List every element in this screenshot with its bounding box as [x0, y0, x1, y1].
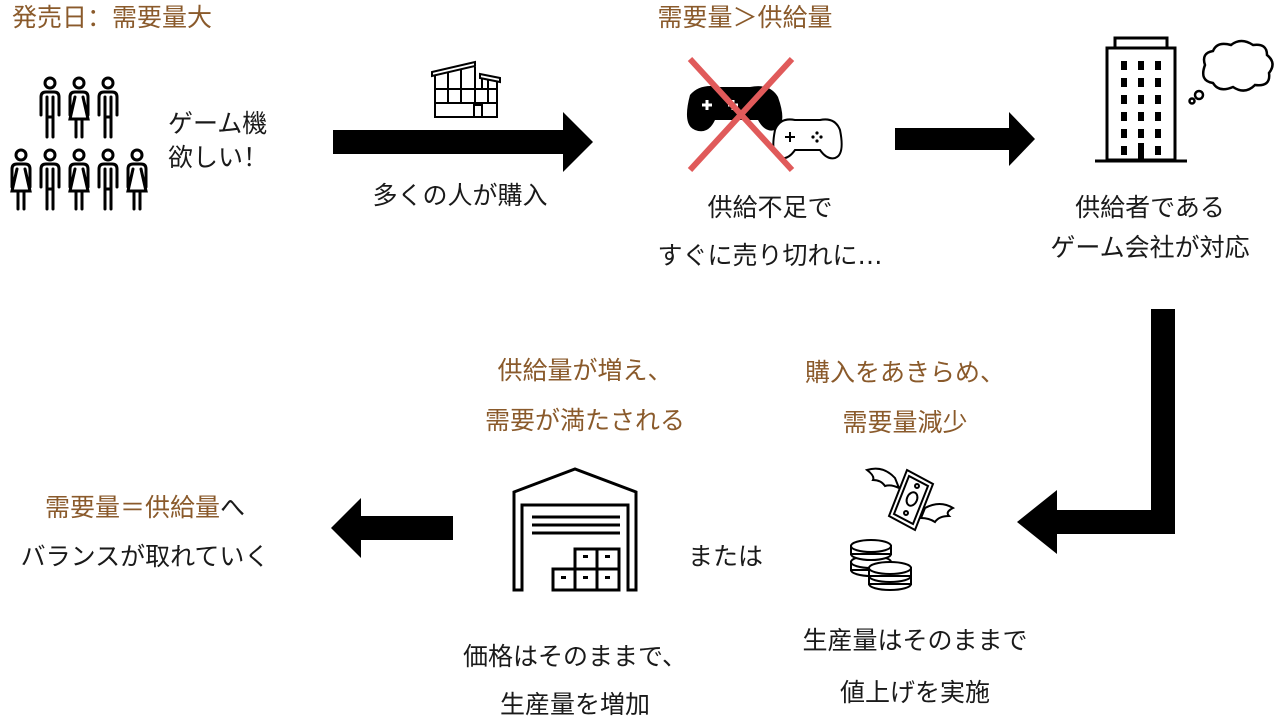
shortage-line1: 供給不足で [707, 193, 833, 222]
flying-money-coins-icon [850, 467, 956, 591]
release-day-heading: 発売日：需要量大 [12, 3, 213, 32]
store-building-icon [431, 60, 501, 118]
raise-price-line2: 値上げを実施 [839, 678, 990, 707]
supplier-line1: 供給者である [1075, 193, 1225, 222]
keep-price-line1: 価格はそのままで、 [462, 642, 687, 671]
or-label: または [688, 542, 764, 571]
arrow-right-2 [895, 112, 1035, 166]
people-crowd-icon [10, 76, 148, 211]
balance-heading: 需要量＝供給量へ [0, 495, 290, 520]
balance-line2: バランスが取れていく [20, 542, 270, 571]
want-console-line2: 欲しい！ [168, 143, 269, 172]
increase-production-line2: 生産量を増加 [499, 690, 650, 719]
supply-increases-line1: 供給量が増え、 [497, 356, 673, 385]
supplier-line2: ゲーム会社が対応 [1050, 233, 1250, 262]
give-up-purchase-line2: 需要量減少 [842, 408, 968, 437]
game-controllers-crossed-out-icon [686, 56, 843, 173]
warehouse-icon [512, 467, 638, 592]
give-up-purchase-line1: 購入をあきらめ、 [804, 358, 1005, 387]
many-people-buy-caption: 多くの人が購入 [372, 181, 548, 210]
elbow-arrow-down-left [1017, 309, 1175, 554]
shortage-line2: すぐに売り切れに… [657, 241, 883, 270]
demand-exceeds-supply-heading: 需要量＞供給量 [657, 3, 833, 32]
office-building-thinking-icon [1095, 36, 1274, 163]
arrow-left [331, 498, 453, 558]
keep-production-line1: 生産量はそのままで [802, 626, 1028, 655]
arrow-right-1 [333, 112, 593, 172]
demand-equals-supply: 需要量＝供給量 [44, 493, 220, 522]
want-console-line1: ゲーム機 [168, 109, 268, 138]
supply-increases-line2: 需要が満たされる [484, 406, 685, 435]
balance-heading-suffix: へ [220, 493, 246, 522]
